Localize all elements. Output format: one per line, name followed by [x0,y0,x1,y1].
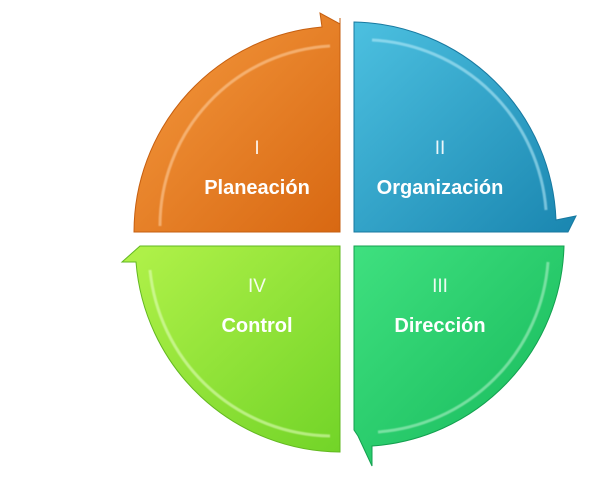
stage-numeral: IV [248,276,266,297]
quadrant-organizacion: II Organización [353,21,577,233]
quadrant-planeacion: I Planeación [133,12,341,233]
stage-label: Dirección [394,315,485,337]
stage-numeral: I [254,138,259,159]
quadrant-direccion: III Dirección [353,245,565,467]
quadrant-planeacion-highlight [158,44,331,227]
stage-label: Organización [377,177,504,199]
quadrant-direccion-shape [353,245,565,467]
quadrant-planeacion-shape [133,12,341,233]
quadrant-organizacion-highlight [371,38,548,211]
stage-numeral: III [432,276,448,297]
stage-label: Control [221,315,292,337]
quadrant-direccion-highlight [377,261,550,434]
quadrant-organizacion-shape [353,21,577,233]
stage-numeral: II [435,138,446,159]
stage-label: Planeación [204,177,310,199]
quadrant-control-shape [120,245,341,453]
quadrant-control: IV Control [120,245,341,453]
quadrant-control-highlight [148,269,331,438]
